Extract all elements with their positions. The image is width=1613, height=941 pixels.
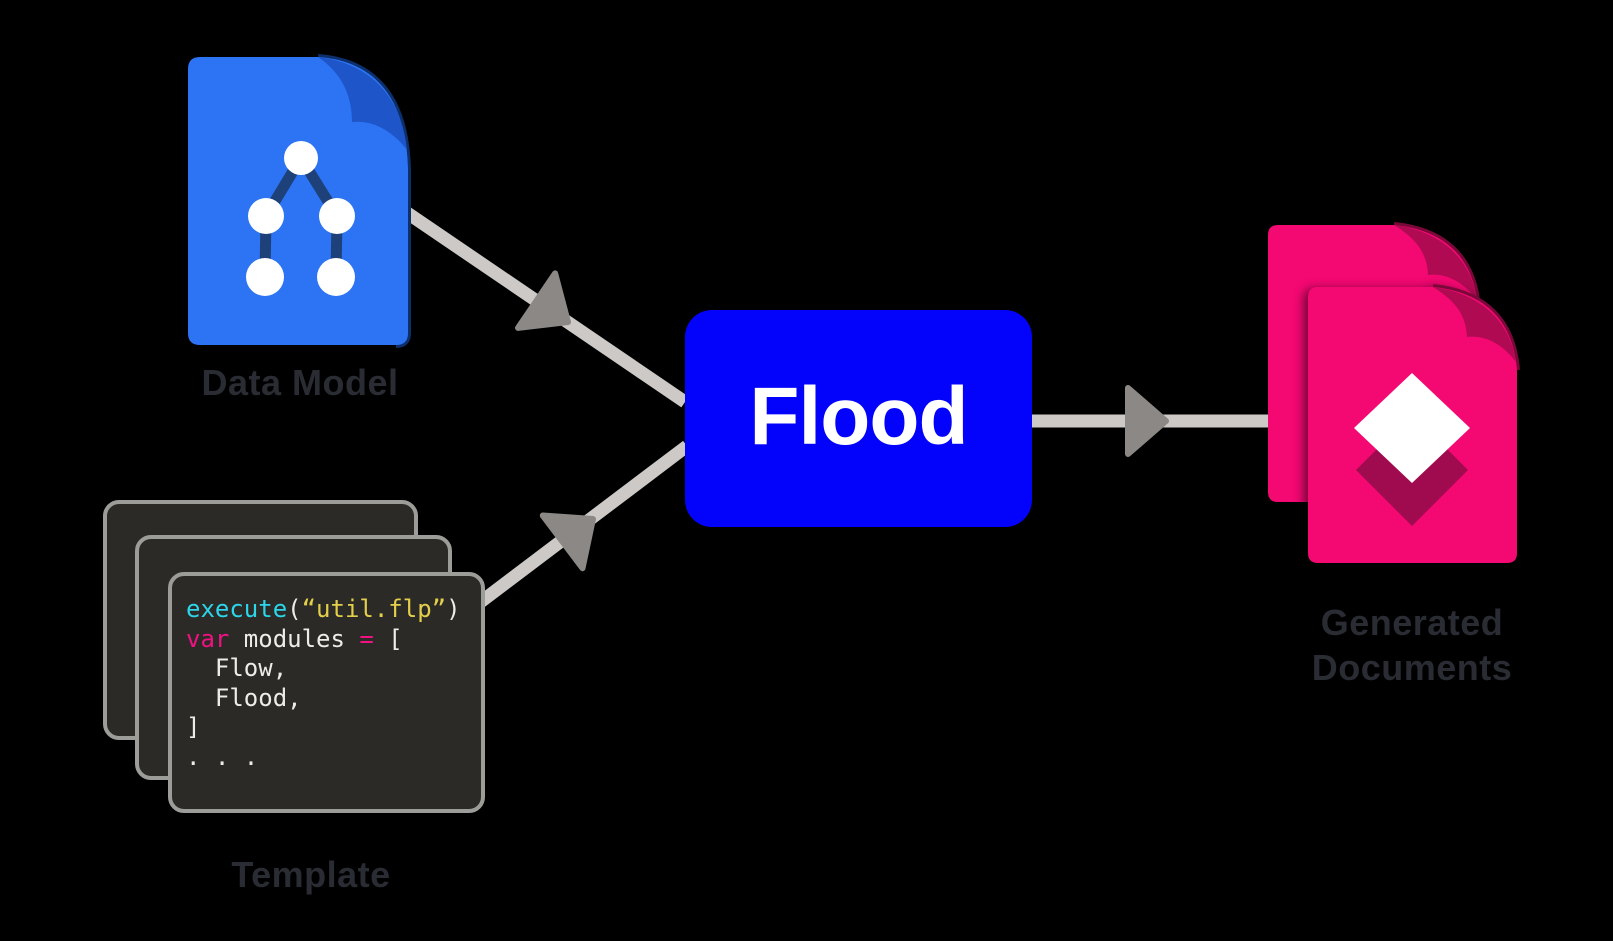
template-label: Template xyxy=(231,854,391,895)
template-panel-front xyxy=(168,572,485,813)
generated-documents-label: Generated Documents xyxy=(1311,602,1513,688)
flood-node: Flood xyxy=(685,310,1032,527)
arrow-template-to-flood xyxy=(466,440,691,616)
front-document xyxy=(1308,284,1520,563)
code-token: var xyxy=(186,624,230,653)
page-fold xyxy=(318,57,407,150)
code-line: Flow, xyxy=(186,654,461,684)
code-token: ( xyxy=(287,595,302,623)
code-line: var modules = [ xyxy=(186,625,461,655)
data-model-label: Data Model xyxy=(201,362,399,403)
code-token: Flow, xyxy=(186,654,288,682)
code-line: execute(“util.flp”) xyxy=(186,595,461,625)
arrowhead-icon xyxy=(515,270,571,331)
code-token: [ xyxy=(373,624,403,653)
code-token: ] xyxy=(186,713,201,741)
code-token: Flood, xyxy=(186,683,302,712)
code-token: “util.flp” xyxy=(301,595,447,623)
code-line: ] xyxy=(186,713,461,743)
arrow-flood-to-generated-documents xyxy=(1032,385,1271,457)
tree-icon xyxy=(246,141,355,296)
code-line: . . . xyxy=(186,743,461,773)
code-block: execute(“util.flp”)var modules = [ Flow,… xyxy=(186,595,461,772)
code-line: Flood, xyxy=(186,684,461,714)
generated-documents-icon xyxy=(1268,222,1520,563)
data-model-document-icon xyxy=(188,54,411,348)
arrow-data-model-to-flood xyxy=(396,202,689,408)
code-token: modules xyxy=(229,624,360,653)
page-fold xyxy=(1394,225,1477,300)
flood-node-label: Flood xyxy=(749,370,968,462)
code-token: = xyxy=(359,624,374,653)
arrowhead-icon xyxy=(539,512,596,572)
code-token: . . . xyxy=(186,742,259,771)
diamond-icon xyxy=(1354,373,1470,483)
arrowhead-icon xyxy=(1125,385,1169,457)
code-token: execute xyxy=(186,595,288,623)
page-fold xyxy=(1433,287,1516,362)
code-token: ) xyxy=(446,595,461,623)
